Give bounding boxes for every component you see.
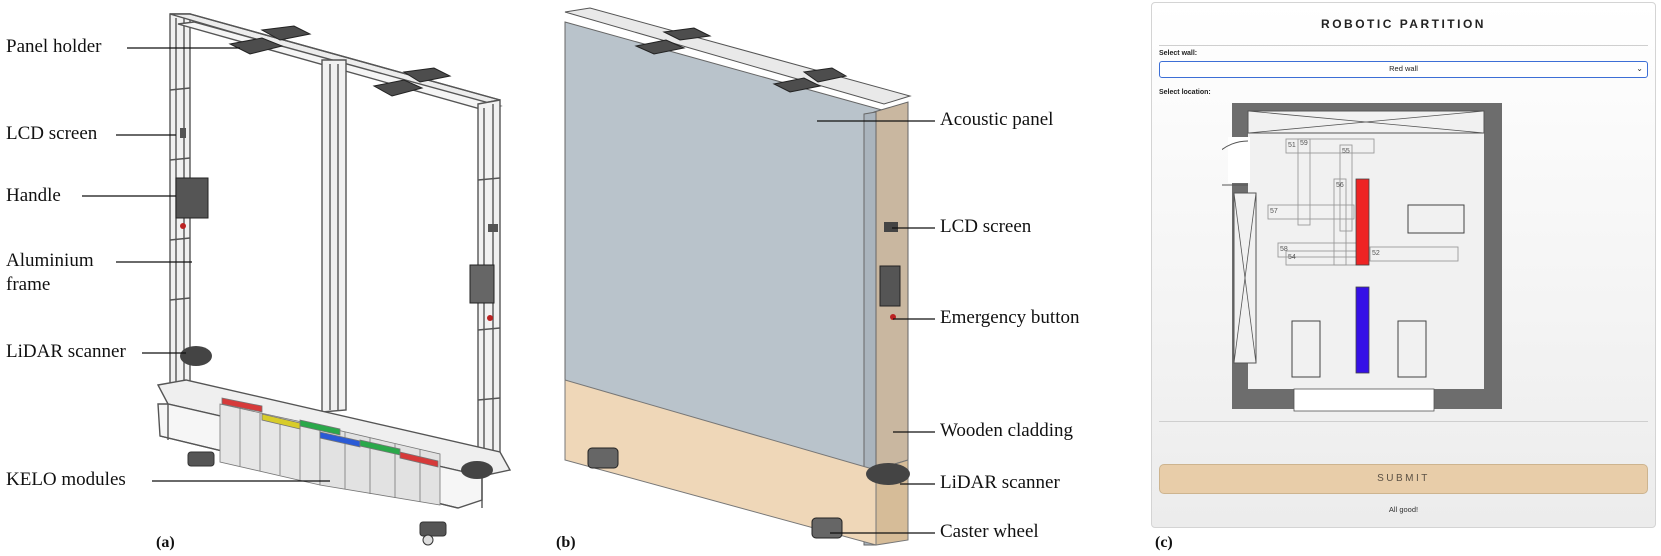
sublabel-c: (c)	[1155, 534, 1173, 551]
caster-wheels-a	[187, 451, 447, 546]
wall-select-value: Red wall	[1389, 64, 1418, 73]
lcd-screen-a	[180, 128, 186, 138]
lidar-scanner-a-right	[461, 461, 493, 479]
sublabel-b: (b)	[556, 534, 576, 551]
partition-illustration	[82, 7, 935, 546]
caster-wheel-b	[811, 517, 843, 539]
location-59[interactable]	[1297, 138, 1311, 226]
app-title: ROBOTIC PARTITION	[1321, 17, 1486, 31]
divider-bottom	[1159, 421, 1648, 422]
label-wooden-cladding: Wooden cladding	[940, 420, 1074, 441]
location-57[interactable]	[1267, 204, 1355, 220]
label-lidar-scanner-b: LiDAR scanner	[940, 472, 1060, 493]
caster-wheel-b-left	[587, 447, 619, 469]
location-num-58: 58	[1280, 246, 1288, 253]
location-num-59: 59	[1300, 140, 1308, 147]
panel-holders	[228, 25, 452, 97]
table	[1407, 204, 1465, 234]
desk-right	[1397, 320, 1427, 378]
red-wall-marker[interactable]	[1355, 178, 1370, 266]
location-52[interactable]	[1369, 246, 1459, 262]
lcd-screen-b	[884, 222, 898, 232]
select-wall-label: Select wall:	[1159, 50, 1198, 57]
label-frame: frame	[6, 274, 51, 295]
submit-button[interactable]: SUBMIT	[1159, 464, 1648, 494]
status-text: All good!	[1388, 505, 1419, 514]
kelo-modules	[219, 397, 441, 506]
label-acoustic-panel: Acoustic panel	[940, 109, 1054, 130]
floor-plan[interactable]: 51 59 55 56 57 58 54 52	[1222, 97, 1562, 413]
lidar-scanner-b	[866, 463, 910, 485]
bottom-opening	[1293, 388, 1435, 412]
location-num-51: 51	[1288, 142, 1296, 149]
location-num-52: 52	[1372, 250, 1380, 257]
desk-left	[1291, 320, 1321, 378]
emergency-button-a	[180, 223, 186, 229]
leader-lines-a	[82, 47, 330, 482]
handle-a	[175, 177, 209, 219]
location-number-labels: 51 59 55 56 57 58 54 52	[1270, 140, 1380, 261]
handle-a-right	[469, 264, 495, 304]
select-location-label: Select location:	[1159, 89, 1211, 96]
sublabel-a: (a)	[156, 534, 175, 551]
robotic-partition-app: ROBOTIC PARTITION Select wall: Red wall …	[1151, 2, 1656, 528]
chevron-down-icon: ⌄	[1636, 64, 1643, 73]
location-num-55: 55	[1342, 148, 1350, 155]
location-num-57: 57	[1270, 208, 1278, 215]
blue-wall-marker[interactable]	[1355, 286, 1370, 374]
label-panel-holder: Panel holder	[6, 36, 102, 57]
label-handle: Handle	[6, 185, 61, 206]
label-lcd-screen-b: LCD screen	[940, 216, 1032, 237]
door-opening	[1228, 137, 1250, 183]
leader-lines-b	[817, 120, 935, 534]
handle-b	[879, 265, 901, 307]
label-kelo-modules: KELO modules	[6, 469, 126, 490]
location-markers	[1267, 138, 1459, 266]
label-caster-wheel: Caster wheel	[940, 521, 1039, 542]
door-swing	[1222, 140, 1249, 186]
location-51[interactable]	[1285, 138, 1375, 154]
location-num-54: 54	[1288, 254, 1296, 261]
label-emergency-button: Emergency button	[940, 307, 1080, 328]
label-lcd-screen-a: LCD screen	[6, 123, 98, 144]
emergency-button-a-right	[487, 315, 493, 321]
label-aluminium: Aluminium	[6, 250, 94, 271]
lcd-screen-a-right	[488, 224, 498, 232]
panel-holders-b	[634, 27, 848, 93]
location-num-56: 56	[1336, 182, 1344, 189]
divider-top	[1159, 45, 1648, 46]
lidar-scanner-a	[180, 346, 212, 366]
wall-select[interactable]: Red wall ⌄	[1159, 61, 1648, 78]
label-lidar-scanner-a: LiDAR scanner	[6, 341, 126, 362]
